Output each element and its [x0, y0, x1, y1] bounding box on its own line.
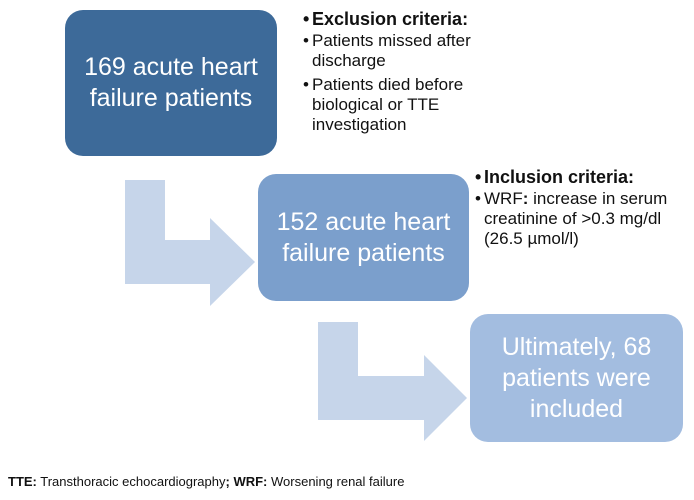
exclusion-item: • Patients missed after discharge	[303, 31, 493, 71]
inclusion-term: WRF	[484, 189, 523, 208]
exclusion-item-text: Patients missed after discharge	[312, 31, 471, 70]
initial-patients-label: 169 acute heart failure patients	[84, 53, 258, 112]
inclusion-criteria-list: • Inclusion criteria: • WRF: increase in…	[475, 167, 685, 253]
inclusion-definition: increase in serum creatinine of >0.3 mg/…	[484, 189, 668, 248]
exclusion-criteria-list: • Exclusion criteria: • Patients missed …	[303, 9, 493, 139]
bullet: •	[303, 9, 310, 29]
footnote-def-tte: Transthoracic echocardiography	[36, 474, 226, 489]
inclusion-item: • WRF: increase in serum creatinine of >…	[475, 189, 685, 249]
footnote-abbr-wrf: WRF:	[229, 474, 268, 489]
inclusion-heading: • Inclusion criteria:	[475, 167, 685, 187]
bullet: •	[475, 189, 481, 208]
bullet: •	[475, 167, 482, 187]
abbreviations-footnote: TTE: Transthoracic echocardiography; WRF…	[8, 474, 404, 490]
bullet: •	[303, 75, 309, 94]
exclusion-item-text: Patients died before biological or TTE i…	[312, 75, 464, 134]
initial-patients-box: 169 acute heart failure patients	[65, 10, 277, 156]
exclusion-heading: • Exclusion criteria:	[303, 9, 493, 29]
bent-arrow-2-icon	[318, 322, 467, 441]
inclusion-heading-text: Inclusion criteria:	[484, 167, 635, 187]
bent-arrow-1-icon	[125, 180, 255, 306]
inclusion-item-text: WRF: increase in serum creatinine of >0.…	[484, 189, 685, 249]
footnote-separator: ;	[225, 474, 230, 489]
footnote-abbr-tte: TTE:	[8, 474, 37, 489]
after-exclusion-label: 152 acute heart failure patients	[276, 207, 451, 267]
exclusion-heading-text: Exclusion criteria:	[312, 9, 469, 29]
included-patients-box: Ultimately, 68 patients were included	[470, 314, 683, 442]
bullet: •	[303, 31, 309, 50]
exclusion-item: • Patients died before biological or TTE…	[303, 75, 493, 135]
after-exclusion-box: 152 acute heart failure patients	[258, 174, 469, 301]
included-patients-label: Ultimately, 68 patients were included	[501, 332, 652, 423]
inclusion-colon: :	[522, 189, 529, 208]
footnote-def-wrf: Worsening renal failure	[267, 474, 405, 489]
